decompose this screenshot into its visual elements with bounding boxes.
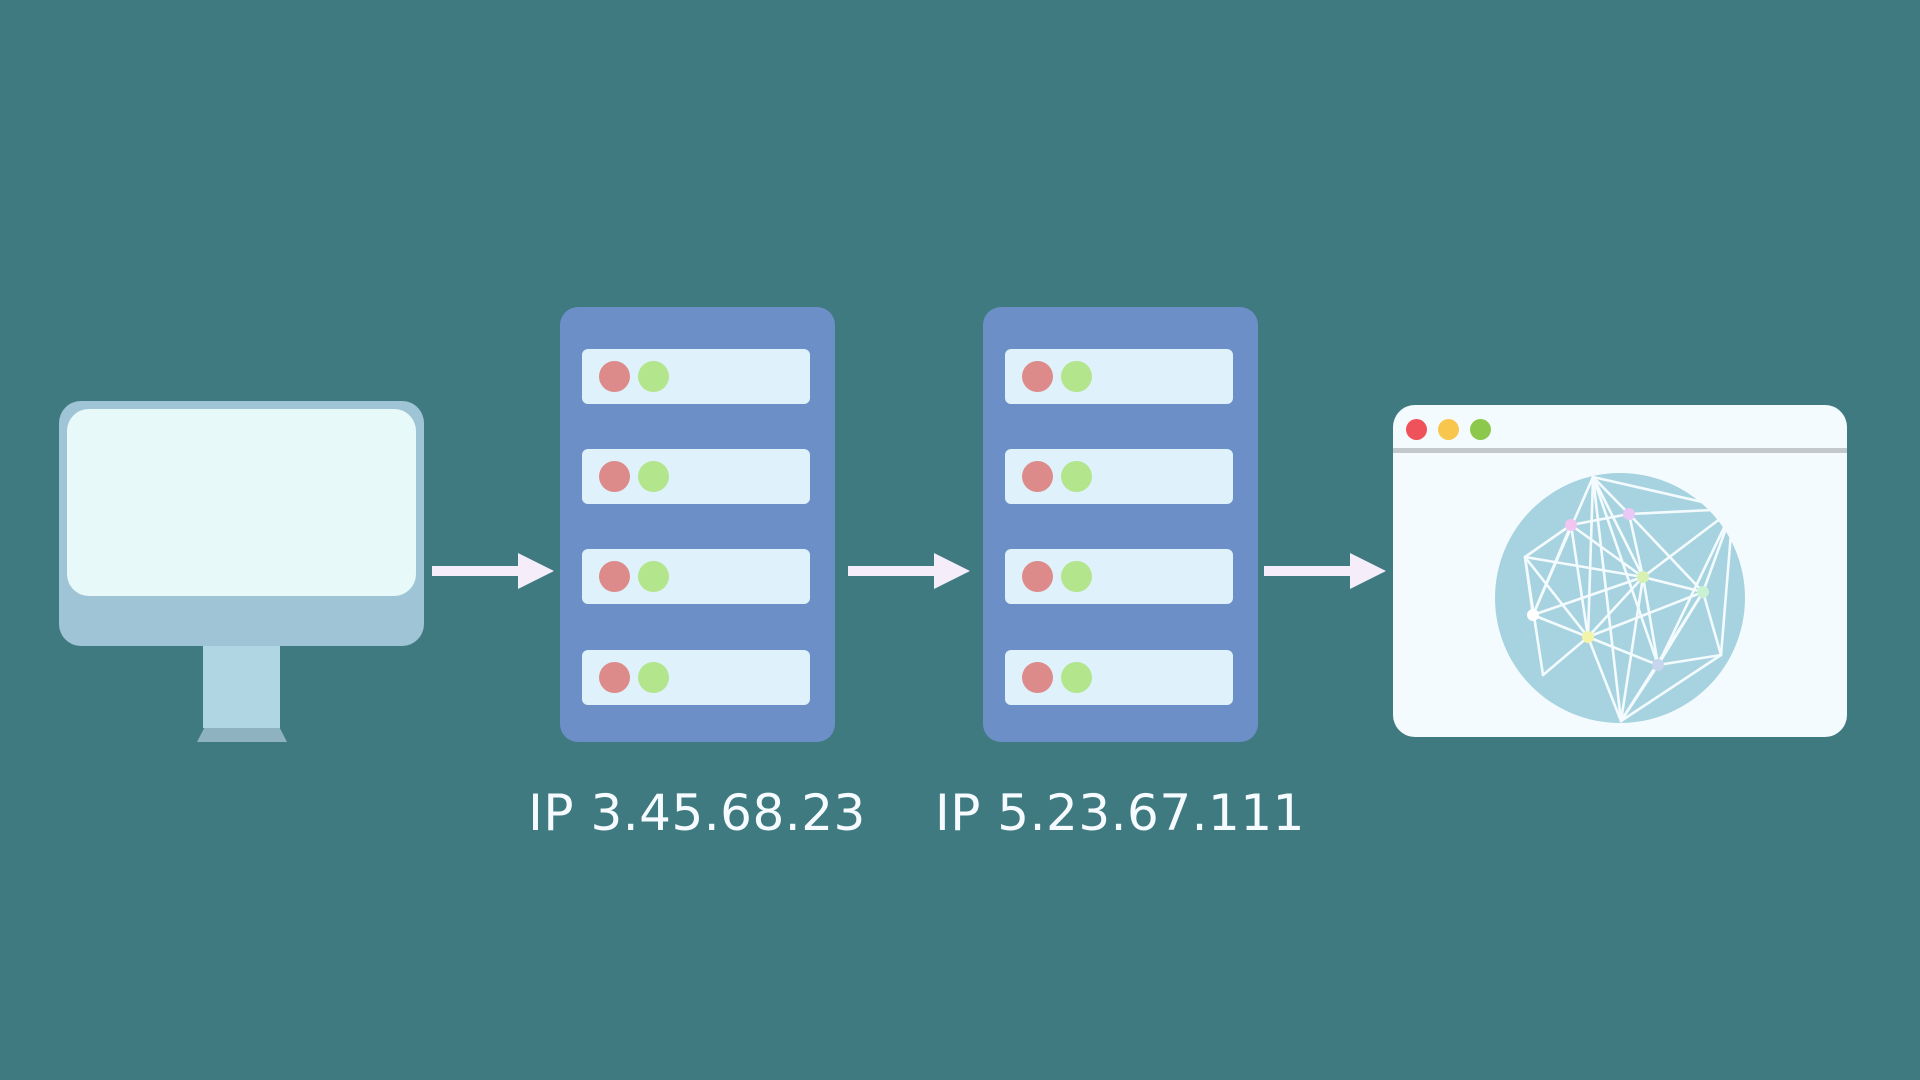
led-green-icon bbox=[1061, 561, 1092, 592]
server-slot bbox=[1005, 449, 1233, 504]
server-2 bbox=[983, 307, 1258, 742]
led-green-icon bbox=[638, 662, 669, 693]
led-red-icon bbox=[1022, 461, 1053, 492]
monitor-base bbox=[197, 728, 287, 742]
led-red-icon bbox=[599, 461, 630, 492]
arrow-server-2-to-website bbox=[1264, 551, 1389, 591]
server-slot bbox=[582, 349, 810, 404]
server-slot bbox=[1005, 650, 1233, 705]
browser-window bbox=[1393, 405, 1847, 737]
led-red-icon bbox=[599, 361, 630, 392]
server-2-ip-label: IP 5.23.67.111 bbox=[935, 784, 1305, 842]
arrow-computer-to-server-1 bbox=[432, 551, 557, 591]
window-maximize-dot-icon bbox=[1470, 419, 1491, 440]
led-red-icon bbox=[599, 561, 630, 592]
network-globe-icon bbox=[1495, 473, 1745, 723]
led-green-icon bbox=[638, 361, 669, 392]
server-1 bbox=[560, 307, 835, 742]
server-slot bbox=[1005, 349, 1233, 404]
monitor-stand bbox=[203, 646, 280, 728]
arrow-server-1-to-server-2 bbox=[848, 551, 973, 591]
led-green-icon bbox=[1061, 461, 1092, 492]
browser-toolbar-divider bbox=[1393, 448, 1847, 453]
led-red-icon bbox=[1022, 361, 1053, 392]
window-close-dot-icon bbox=[1406, 419, 1427, 440]
window-minimize-dot-icon bbox=[1438, 419, 1459, 440]
led-red-icon bbox=[1022, 662, 1053, 693]
led-green-icon bbox=[638, 561, 669, 592]
monitor-screen bbox=[67, 409, 416, 596]
led-red-icon bbox=[1022, 561, 1053, 592]
led-red-icon bbox=[599, 662, 630, 693]
server-slot bbox=[1005, 549, 1233, 604]
led-green-icon bbox=[1061, 361, 1092, 392]
server-1-ip-label: IP 3.45.68.23 bbox=[528, 784, 866, 842]
led-green-icon bbox=[1061, 662, 1092, 693]
server-slot bbox=[582, 650, 810, 705]
server-slot bbox=[582, 449, 810, 504]
server-slot bbox=[582, 549, 810, 604]
led-green-icon bbox=[638, 461, 669, 492]
